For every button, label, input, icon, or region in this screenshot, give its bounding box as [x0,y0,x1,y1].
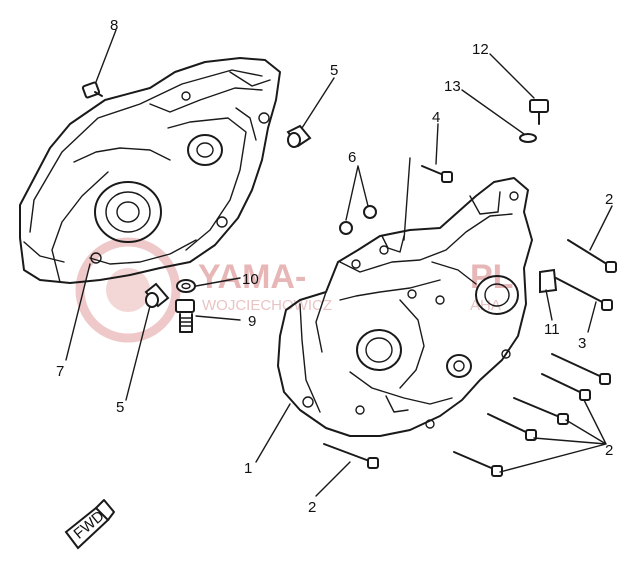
callout-12: 12 [472,41,489,58]
callout-5-upper: 5 [330,62,338,79]
callouts: 1 2 2 2 3 4 5 5 6 7 8 9 10 11 12 13 [56,17,613,516]
washer-13 [519,133,537,143]
callout-2-lower-right: 2 [605,442,613,459]
callout-5-lower: 5 [116,399,124,416]
dowel-5-upper [286,124,312,148]
dowel-5-lower [144,282,170,308]
bolt-8 [81,81,103,99]
callout-2-bottom: 2 [308,499,316,516]
callout-7: 7 [56,363,64,380]
watermark-brand: YAMA- [198,258,306,296]
callout-4: 4 [432,109,440,126]
callout-1: 1 [244,460,252,477]
callout-11: 11 [544,321,560,338]
fwd-arrow-icon: FWD [64,499,115,550]
callout-13: 13 [444,78,461,95]
bolt-4 [421,165,453,183]
long-bolts [323,239,617,477]
right-crankcase-half [277,177,533,437]
bolt-12 [529,99,549,125]
callout-6: 6 [348,149,356,166]
callout-10: 10 [242,271,259,288]
watermark-logo-core [106,268,150,312]
drain-plug-9 [175,299,195,333]
callout-3: 3 [578,335,586,352]
leader-lines [65,29,613,497]
clip-11 [539,268,558,294]
dowels-6 [339,205,377,235]
washer-10 [176,279,196,293]
callout-2-upper-right: 2 [605,191,613,208]
left-crankcase-half [19,57,281,284]
callout-9: 9 [248,313,256,330]
callout-8: 8 [110,17,118,34]
watermark-owner: WOJCIECHOWICZ [202,297,332,314]
